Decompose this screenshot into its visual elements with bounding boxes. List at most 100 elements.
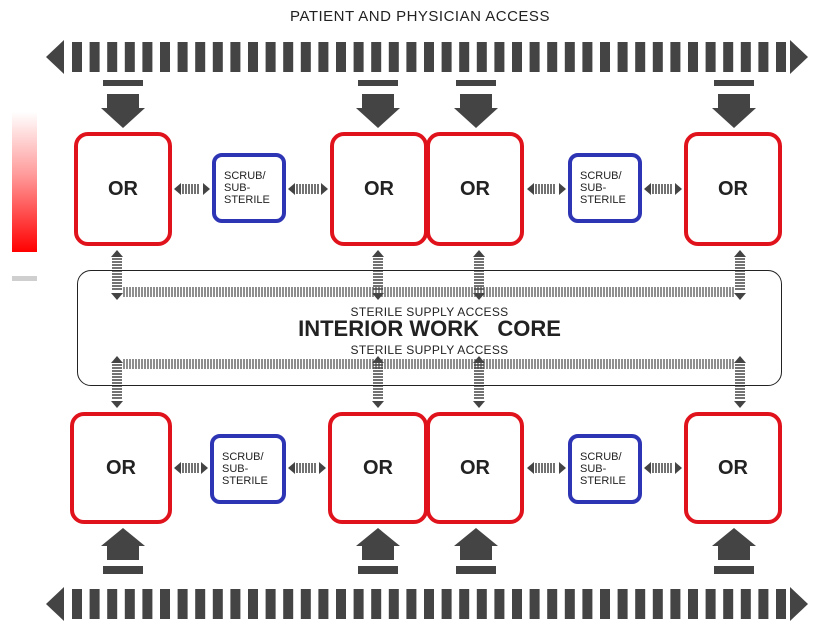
core-link-bottom-2-bottom-head <box>372 401 384 408</box>
top-access-stem-2 <box>362 94 394 108</box>
sterile-supply-label-bottom: STERILE SUPPLY ACCESS <box>350 343 509 357</box>
bottom-corridor-hatch <box>512 589 522 619</box>
bottom-access-arrow-4 <box>712 528 756 546</box>
or-room-top-3: OR <box>426 132 524 246</box>
bottom-access-bar-4 <box>714 566 754 574</box>
bottom-corridor-hatch <box>406 589 417 619</box>
patient-physician-access-label: PATIENT AND PHYSICIAN ACCESS <box>290 8 550 25</box>
bottom-corridor-hatch <box>142 589 153 619</box>
bottom-corridor-hatch <box>494 589 505 619</box>
interior-work-core-label: INTERIOR WORK CORE <box>298 316 561 341</box>
top-corridor-hatch <box>705 42 716 72</box>
link-top-2-left-head <box>288 183 295 195</box>
scrub-label-line1: SCRUB/ <box>222 451 264 463</box>
bottom-access-stem-1 <box>107 546 139 560</box>
link-bottom-4-left-head <box>644 462 651 474</box>
scrub-label-line2: SUB- <box>580 463 607 475</box>
bottom-corridor-hatch <box>424 589 434 619</box>
or-room-top-4: OR <box>684 132 782 246</box>
bottom-corridor-hatch <box>388 589 399 619</box>
top-corridor-hatch <box>248 42 258 72</box>
top-corridor-hatch <box>230 42 241 72</box>
top-access-arrow-1 <box>101 108 145 128</box>
top-corridor-hatch <box>406 42 417 72</box>
top-corridor-hatch <box>670 42 681 72</box>
interior-work-core <box>77 270 782 386</box>
core-link-bottom-2-top-head <box>372 356 384 363</box>
top-access-bar-4 <box>714 80 754 86</box>
top-access-stem-1 <box>107 94 139 108</box>
scrub-label-line3: STERILE <box>580 475 626 487</box>
link-bottom-2-right-head <box>319 462 326 474</box>
top-corridor-hatch <box>160 42 170 72</box>
link-bottom-3-left-head <box>527 462 534 474</box>
or-room-bottom-2: OR <box>328 412 428 524</box>
link-bottom-3-right-head <box>559 462 566 474</box>
top-corridor-hatch <box>723 42 734 72</box>
top-corridor-hatch <box>512 42 522 72</box>
bottom-corridor-hatch <box>441 589 452 619</box>
top-corridor-hatch <box>547 42 558 72</box>
link-top-4-left-head <box>644 183 651 195</box>
bottom-corridor-right-arrowhead <box>790 587 808 621</box>
top-corridor-hatch <box>582 42 593 72</box>
link-top-2-right-head <box>321 183 328 195</box>
bottom-corridor-hatch <box>212 589 223 619</box>
or-room-top-1: OR <box>74 132 172 246</box>
top-corridor-hatch <box>441 42 452 72</box>
top-corridor-hatch <box>617 42 628 72</box>
or-room-bottom-4: OR <box>684 412 782 524</box>
top-corridor-hatch <box>600 42 610 72</box>
link-top-3-left-head <box>527 183 534 195</box>
or-room-bottom-1: OR <box>70 412 172 524</box>
core-link-top-3-bottom-head <box>473 293 485 300</box>
top-corridor-hatch <box>107 42 118 72</box>
bottom-corridor-hatch <box>758 589 769 619</box>
bottom-access-arrow-1 <box>101 528 145 546</box>
or-label: OR <box>106 456 136 479</box>
bottom-corridor-hatch <box>230 589 241 619</box>
top-corridor-hatch <box>89 42 100 72</box>
core-link-top-1-top-head <box>111 250 123 257</box>
top-corridor-hatch <box>564 42 575 72</box>
bottom-corridor-hatch <box>705 589 716 619</box>
or-label: OR <box>460 177 490 200</box>
or-label: OR <box>364 177 394 200</box>
top-corridor-hatch <box>740 42 751 72</box>
bottom-corridor-hatch <box>160 589 170 619</box>
top-corridor-hatch <box>776 42 786 72</box>
core-link-top-3-top-head <box>473 250 485 257</box>
top-corridor-hatch <box>494 42 505 72</box>
bottom-corridor-hatch <box>300 589 311 619</box>
top-corridor-hatch <box>177 42 188 72</box>
sterile-supply-label-top: STERILE SUPPLY ACCESS <box>350 305 509 319</box>
bottom-corridor-hatch <box>617 589 628 619</box>
scrub-label-line1: SCRUB/ <box>224 170 266 182</box>
top-access-bar-2 <box>358 80 398 86</box>
bottom-corridor-hatch <box>635 589 646 619</box>
bottom-corridor-hatch <box>688 589 698 619</box>
top-corridor-hatch <box>336 42 346 72</box>
bottom-corridor-hatch <box>776 589 786 619</box>
bottom-corridor-hatch <box>582 589 593 619</box>
bottom-access-stem-2 <box>362 546 394 560</box>
top-corridor-hatch <box>195 42 206 72</box>
core-link-bottom-1-bottom-head <box>111 401 123 408</box>
link-bottom-1-right-head <box>201 462 208 474</box>
bottom-corridor-hatch <box>124 589 135 619</box>
bottom-corridor-hatch <box>265 589 276 619</box>
bottom-corridor-hatch <box>740 589 751 619</box>
core-link-bottom-4-bottom-head <box>734 401 746 408</box>
core-link-top-4-top-head <box>734 250 746 257</box>
bottom-corridor-hatch <box>336 589 346 619</box>
top-corridor-hatch <box>529 42 540 72</box>
top-corridor-hatch <box>388 42 399 72</box>
top-corridor-hatch <box>652 42 663 72</box>
bottom-corridor-hatch <box>283 589 294 619</box>
bottom-access-bar-2 <box>358 566 398 574</box>
top-corridor-hatch <box>124 42 135 72</box>
top-corridor-hatch <box>424 42 434 72</box>
scrub-label-line2: SUB- <box>580 182 607 194</box>
core-link-top-2-top-head <box>372 250 384 257</box>
top-corridor-hatch <box>300 42 311 72</box>
